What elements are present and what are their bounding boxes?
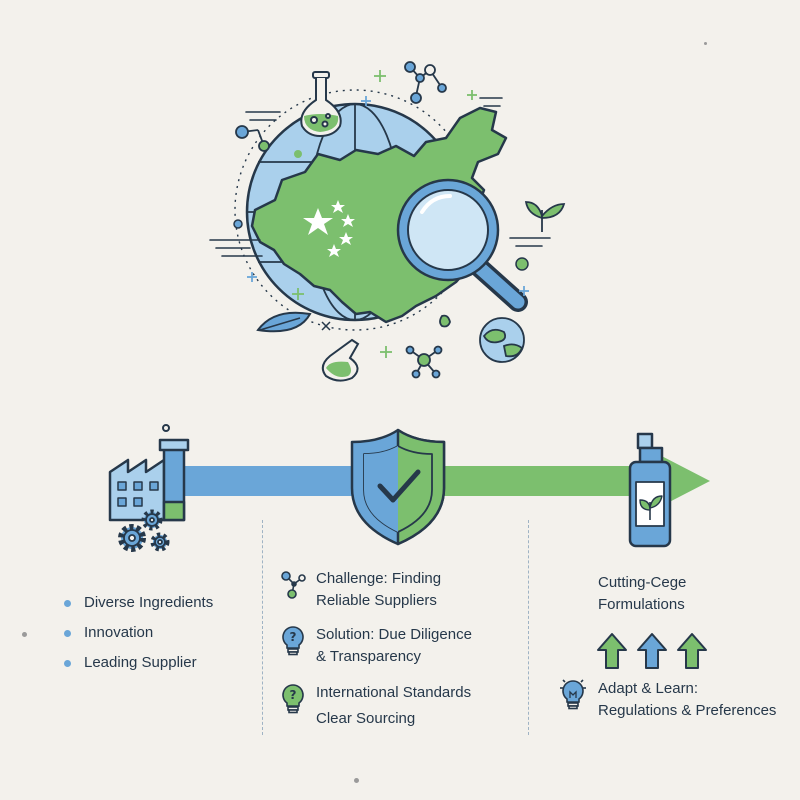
network-icon [405,345,443,379]
adapt-line-2: Regulations & Preferences [598,702,777,719]
up-arrow-icon [637,633,667,669]
dot [294,150,302,158]
solution-line-1: Solution: Due Diligence [316,626,472,643]
heading-line-2: Formulations [598,596,685,613]
dot [233,219,243,229]
standards-item: ? International Standards Clear Sourcing [278,682,471,730]
list-item: Diverse Ingredients [64,588,213,618]
adapt-item: Adapt & Learn: Regulations & Preferences [558,678,776,722]
column-divider [528,520,529,735]
process-flow [108,424,710,552]
molecule-icon [404,61,447,104]
standards-line-1: International Standards [316,684,472,701]
list-item-label: Innovation [84,624,154,641]
spray-bottle-icon [628,432,672,548]
lightbulb-question-icon: ? [282,684,304,714]
list-item-label: Diverse Ingredients [84,594,214,611]
solution-item: ? Solution: Due Diligence & Transparency [278,624,472,668]
heading-line-1: Cutting-Cege [598,574,687,591]
flask-icon [300,71,342,138]
flask-icon [321,338,360,382]
gear-icon [141,509,163,531]
sparkle-icon [321,321,331,331]
column-divider [262,520,263,735]
gear-icon [118,524,146,552]
paper-speck [22,632,27,637]
formulations-heading: Cutting-Cege Formulations [598,572,686,616]
challenge-line-2: Reliable Suppliers [316,592,437,609]
list-item: Innovation [64,618,213,648]
lightbulb-question-icon: ? [282,626,304,656]
challenge-line-1: Challenge: Finding [316,570,442,587]
up-arrow-icon [597,633,627,669]
factory-icon [108,424,190,522]
challenge-item: Challenge: Finding Reliable Suppliers [278,568,441,612]
taiwan-island [439,314,451,328]
svg-text:?: ? [290,630,297,644]
globe-icon [479,317,525,363]
bullet-dot [64,629,71,637]
star-icon [303,200,355,257]
leaf-vein [259,317,301,331]
speed-lines [209,97,551,257]
sprout-icon [524,201,566,232]
molecule-icon [235,125,270,152]
growth-arrows [597,633,707,669]
magnifier-icon [396,178,528,312]
paper-speck [354,778,359,783]
gear-icon [150,532,170,552]
shield-check-icon [350,428,446,546]
molecule-icon [281,571,306,599]
standards-line-2: Clear Sourcing [316,710,416,727]
svg-text:?: ? [290,688,297,702]
lightbulb-icon [560,679,586,710]
sparkle-icon [292,70,477,358]
bullet-dot [64,599,71,607]
solution-line-2: & Transparency [316,648,422,665]
bullet-dot [64,659,71,667]
paper-speck [704,42,707,45]
list-item-label: Leading Supplier [84,654,197,671]
flow-arrow-green [398,450,710,512]
adapt-line-1: Adapt & Learn: [598,680,699,697]
dot [515,257,529,271]
sparkle-icon [247,96,529,296]
list-item: Leading Supplier [64,648,213,678]
benefits-list: Diverse Ingredients Innovation Leading S… [64,588,213,678]
up-arrow-icon [677,633,707,669]
hero-illustration [209,61,566,382]
